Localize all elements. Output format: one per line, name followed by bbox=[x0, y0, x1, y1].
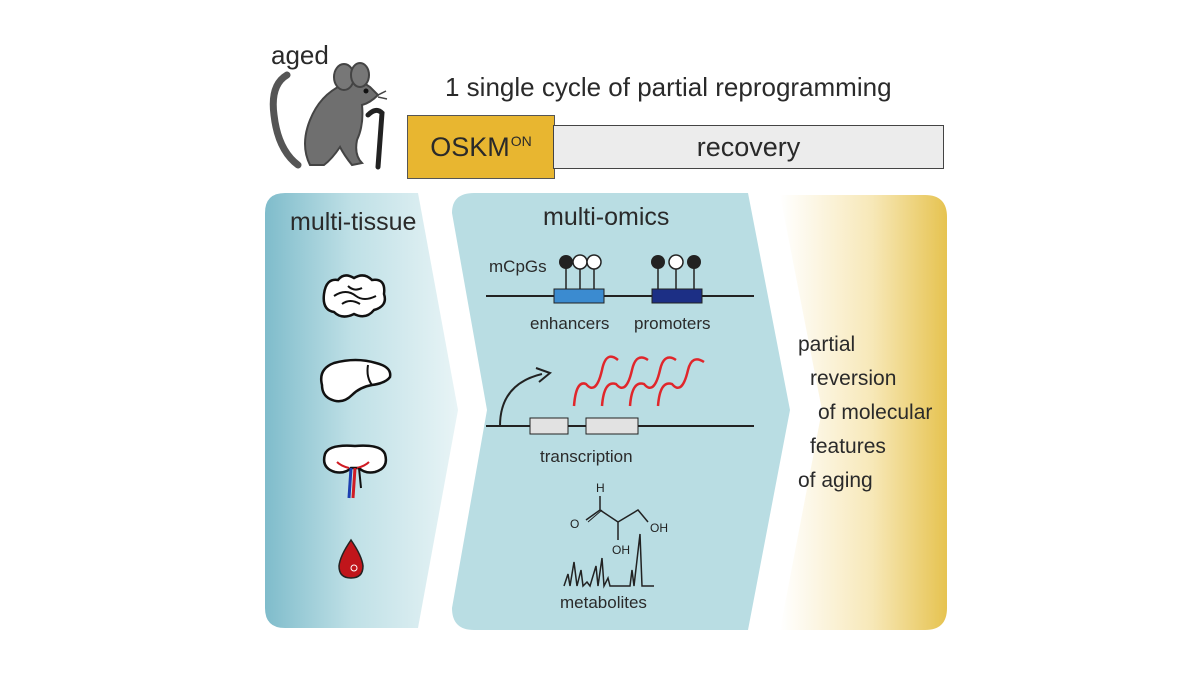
exon-block bbox=[529, 417, 569, 435]
omics-panel-bg bbox=[452, 193, 790, 630]
blood-drop-icon bbox=[338, 538, 364, 579]
metabolite-structure-and-spectrum: H O OH OH bbox=[563, 481, 668, 589]
enhancer-block bbox=[553, 288, 605, 304]
enhancers-label: enhancers bbox=[530, 314, 610, 333]
kidney-icon bbox=[322, 444, 388, 499]
chem-h: H bbox=[596, 481, 605, 495]
promoters-label: promoters bbox=[634, 314, 711, 333]
tissue-panel-title: multi-tissue bbox=[290, 208, 417, 236]
aged-mouse-icon bbox=[269, 62, 388, 170]
chem-oh-2: OH bbox=[650, 521, 668, 535]
chem-o: O bbox=[570, 517, 579, 531]
outcome-line: features bbox=[810, 435, 886, 458]
tissue-panel-bg bbox=[265, 193, 458, 628]
recovery-box: recovery bbox=[553, 125, 944, 169]
outcome-line: partial bbox=[798, 333, 856, 356]
recovery-label: recovery bbox=[696, 131, 801, 162]
transcription-diagram bbox=[486, 355, 754, 435]
outcome-line: of aging bbox=[798, 469, 873, 492]
aged-label: aged bbox=[271, 40, 329, 70]
timeline-title: 1 single cycle of partial reprogramming bbox=[445, 72, 892, 102]
mrna-transcript bbox=[628, 356, 677, 407]
mrna-transcript bbox=[572, 355, 619, 407]
transcription-label: transcription bbox=[540, 447, 633, 466]
pancreas-icon bbox=[322, 274, 387, 318]
liver-icon bbox=[320, 358, 392, 403]
outcome-text: partial reversion of molecular features … bbox=[798, 328, 932, 498]
mcpg-label: mCpGs bbox=[489, 257, 547, 276]
outcome-panel-bg bbox=[780, 195, 947, 630]
exon-block bbox=[585, 417, 639, 435]
outcome-line: reversion bbox=[810, 367, 897, 390]
promoter-block bbox=[651, 288, 703, 304]
outcome-line: of molecular bbox=[818, 401, 933, 424]
mrna-transcript bbox=[656, 358, 705, 407]
omics-panel-title: multi-omics bbox=[543, 203, 670, 231]
methylation-diagram bbox=[486, 254, 754, 304]
metabolites-label: metabolites bbox=[560, 593, 647, 612]
oskm-label: OSKM bbox=[430, 131, 510, 162]
mrna-transcript bbox=[600, 356, 649, 407]
chem-oh-1: OH bbox=[612, 543, 630, 557]
oskm-superscript: ON bbox=[510, 133, 532, 149]
